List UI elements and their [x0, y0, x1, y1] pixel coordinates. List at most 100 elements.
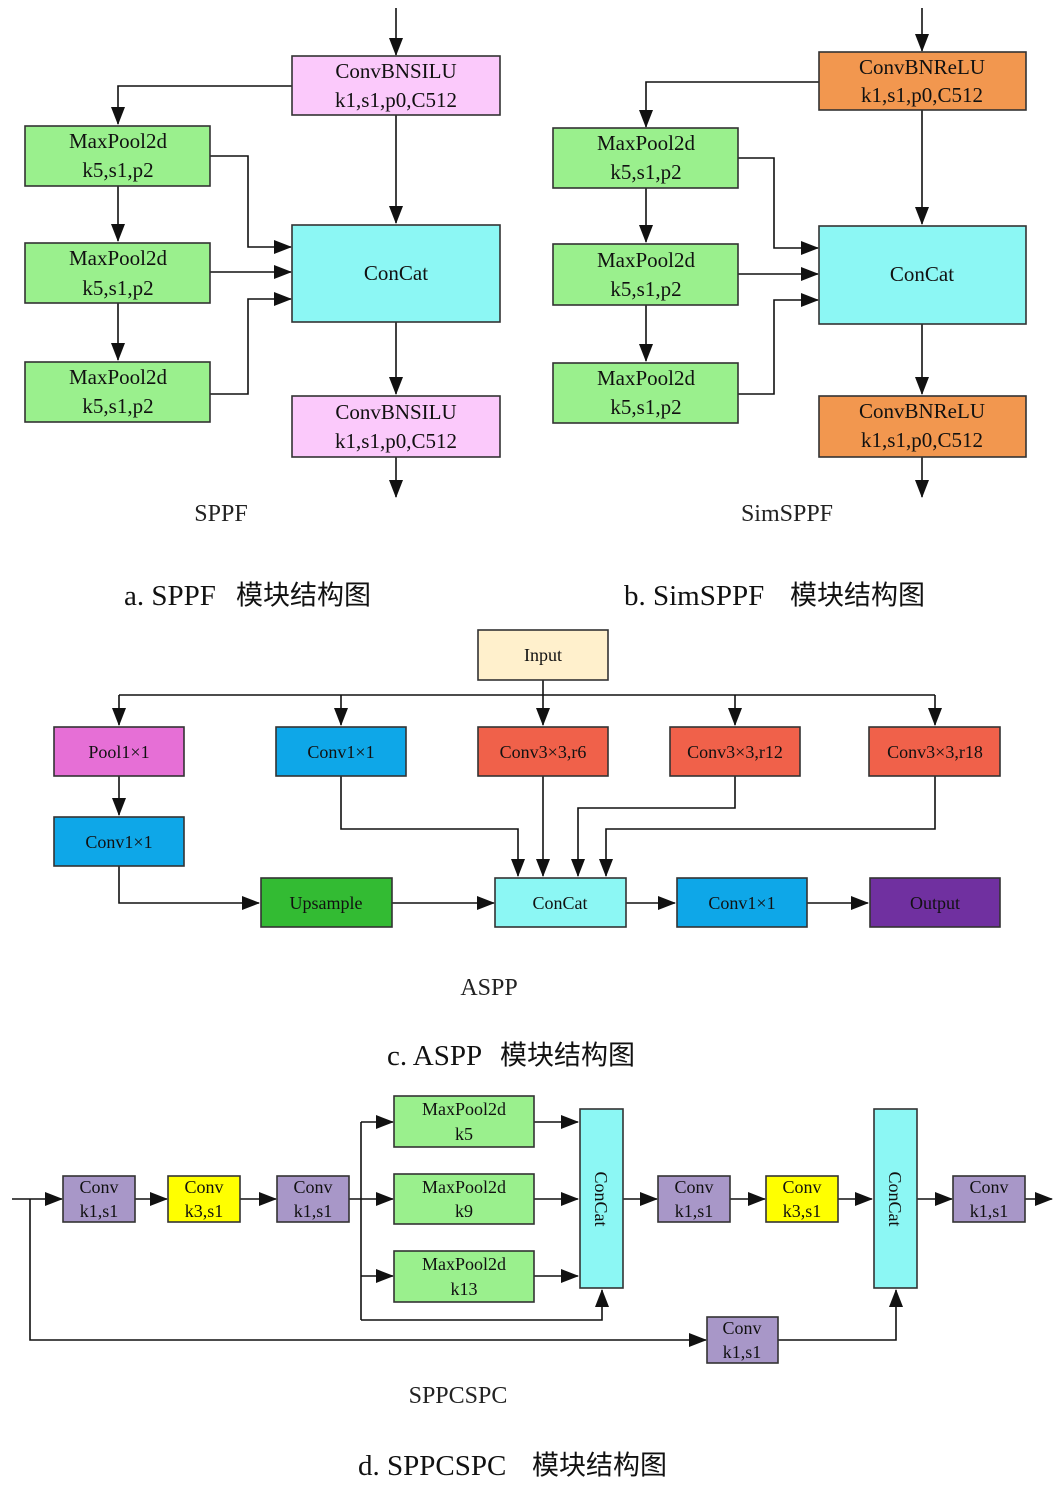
sppcspc-maxpool-k5-box [393, 1095, 535, 1148]
aspp-upsample: Upsample [260, 877, 393, 928]
simsppf-maxpool-3-box [552, 362, 739, 424]
sppcspc-conv-5-box [765, 1175, 839, 1223]
caption-c: c. ASPP 模块结构图 [387, 1040, 635, 1072]
simsppf-concat-box [818, 225, 1027, 325]
caption-d-cn: 模块结构图 [532, 1451, 667, 1482]
sppcspc-conv-5-params: k3,s1 [783, 1201, 822, 1221]
sppcspc-conv-3: Conv k1,s1 [276, 1175, 350, 1223]
aspp-pool-conv-box [53, 816, 185, 867]
simsppf-maxpool-2-box [552, 243, 739, 306]
sppcspc-conv-1-params: k1,s1 [80, 1201, 119, 1221]
sppcspc-maxpool-k5-params: k5 [455, 1124, 473, 1144]
simsppf-concat-label: ConCat [890, 262, 954, 286]
sppcspc-conv-2: Conv k3,s1 [167, 1175, 241, 1223]
simsppf-maxpool-1-name: MaxPool2d [597, 131, 696, 155]
simsppf-conv-top-name: ConvBNReLU [859, 55, 985, 79]
sppcspc-conv-5-name: Conv [782, 1177, 821, 1197]
aspp-upsample-box [260, 877, 393, 928]
sppcspc-conv-1-name: Conv [79, 1177, 118, 1197]
sppcspc-maxpool-k5: MaxPool2d k5 [393, 1095, 535, 1148]
sppf-concat: ConCat [291, 224, 501, 323]
sppcspc-conv-6-params: k1,s1 [970, 1201, 1009, 1221]
aspp-conv-out-label: Conv1×1 [708, 893, 775, 913]
aspp-branch-pool-box [53, 726, 185, 777]
simsppf-maxpool-3-params: k5,s1,p2 [610, 395, 681, 419]
aspp-conv-out-box [676, 877, 808, 928]
sppcspc-conv-shortcut: Conv k1,s1 [706, 1316, 779, 1364]
sppcspc-conv-shortcut-box [706, 1316, 779, 1364]
caption-c-prefix: c. ASPP [387, 1040, 482, 1072]
sppf-maxpool-3-params: k5,s1,p2 [82, 394, 153, 418]
sppcspc-concat-2: ConCat [873, 1108, 918, 1289]
sppf-maxpool-3-box [24, 361, 211, 423]
sppf-concat-box [291, 224, 501, 323]
sppcspc-maxpool-k9-name: MaxPool2d [422, 1177, 506, 1197]
aspp-branch-conv1x1-box [275, 726, 407, 777]
aspp-output-box [869, 877, 1001, 928]
sppcspc-concat-1: ConCat [579, 1108, 624, 1289]
sppcspc-conv-shortcut-params: k1,s1 [723, 1342, 762, 1362]
sppf-maxpool-1-box [24, 125, 211, 187]
sppf-maxpool-1: MaxPool2d k5,s1,p2 [24, 125, 211, 187]
aspp-branch-pool-label: Pool1×1 [88, 742, 149, 762]
sppf-conv-top: ConvBNSILU k1,s1,p0,C512 [291, 55, 501, 116]
aspp-branch-r6-label: Conv3×3,r6 [500, 742, 587, 762]
sppcspc-diagram: Conv k1,s1 Conv k3,s1 Conv k1,s1 MaxPool… [12, 1095, 1053, 1409]
sppcspc-maxpool-k13-params: k13 [451, 1279, 478, 1299]
simsppf-conv-top: ConvBNReLU k1,s1,p0,C512 [818, 51, 1027, 111]
sppcspc-concat-1-label: ConCat [591, 1171, 611, 1226]
sppcspc-conv-3-params: k1,s1 [294, 1201, 333, 1221]
simsppf-conv-top-box [818, 51, 1027, 111]
sppf-conv-top-params: k1,s1,p0,C512 [335, 88, 457, 112]
aspp-input: Input [477, 629, 609, 681]
sppcspc-conv-1: Conv k1,s1 [62, 1175, 136, 1223]
sppcspc-conv-1-box [62, 1175, 136, 1223]
aspp-branch-conv1x1-label: Conv1×1 [307, 742, 374, 762]
aspp-branch-r18: Conv3×3,r18 [868, 726, 1001, 777]
sppcspc-maxpool-k5-name: MaxPool2d [422, 1099, 506, 1119]
caption-a-prefix: a. SPPF [124, 580, 216, 612]
sppcspc-concat-1-box [579, 1108, 624, 1289]
sppcspc-conv-4-name: Conv [674, 1177, 713, 1197]
aspp-concat-box [494, 877, 627, 928]
aspp-branch-pool: Pool1×1 [53, 726, 185, 777]
simsppf-maxpool-1: MaxPool2d k5,s1,p2 [552, 127, 739, 189]
sppf-diagram: ConvBNSILU k1,s1,p0,C512 MaxPool2d k5,s1… [24, 8, 501, 527]
sppf-maxpool-3: MaxPool2d k5,s1,p2 [24, 361, 211, 423]
aspp-branch-r12-label: Conv3×3,r12 [687, 742, 783, 762]
aspp-upsample-label: Upsample [290, 893, 363, 913]
simsppf-conv-bottom: ConvBNReLU k1,s1,p0,C512 [818, 395, 1027, 458]
caption-a-cn: 模块结构图 [236, 581, 371, 612]
aspp-branch-r18-box [868, 726, 1001, 777]
simsppf-label: SimSPPF [741, 501, 833, 527]
sppcspc-conv-2-box [167, 1175, 241, 1223]
aspp-pool-conv: Conv1×1 [53, 816, 185, 867]
simsppf-concat: ConCat [818, 225, 1027, 325]
simsppf-conv-bottom-box [818, 395, 1027, 458]
sppf-conv-bottom-params: k1,s1,p0,C512 [335, 429, 457, 453]
sppcspc-conv-6: Conv k1,s1 [952, 1175, 1026, 1223]
sppcspc-maxpool-k9-params: k9 [455, 1201, 473, 1221]
sppcspc-conv-4-box [657, 1175, 731, 1223]
aspp-conv-out: Conv1×1 [676, 877, 808, 928]
sppf-conv-bottom-box [291, 395, 501, 458]
sppcspc-conv-4: Conv k1,s1 [657, 1175, 731, 1223]
simsppf-maxpool-3-name: MaxPool2d [597, 366, 696, 390]
sppf-maxpool-2-name: MaxPool2d [69, 246, 168, 270]
aspp-concat-label: ConCat [532, 893, 587, 913]
sppcspc-conv-2-params: k3,s1 [185, 1201, 224, 1221]
aspp-diagram: Input Pool1×1 Conv1×1 Conv3×3,r6 Conv3×3… [53, 629, 1001, 1001]
aspp-output: Output [869, 877, 1001, 928]
sppcspc-maxpool-k9-box [393, 1173, 535, 1225]
simsppf-maxpool-2: MaxPool2d k5,s1,p2 [552, 243, 739, 306]
simsppf-conv-top-params: k1,s1,p0,C512 [861, 83, 983, 107]
sppcspc-maxpool-k13-name: MaxPool2d [422, 1254, 506, 1274]
sppcspc-conv-3-name: Conv [293, 1177, 332, 1197]
simsppf-maxpool-3: MaxPool2d k5,s1,p2 [552, 362, 739, 424]
sppcspc-conv-shortcut-name: Conv [722, 1318, 761, 1338]
sppf-conv-top-name: ConvBNSILU [335, 59, 456, 83]
simsppf-conv-bottom-name: ConvBNReLU [859, 399, 985, 423]
sppcspc-conv-3-box [276, 1175, 350, 1223]
caption-d-prefix: d. SPPCSPC [358, 1450, 506, 1482]
aspp-branch-r12-box [669, 726, 801, 777]
